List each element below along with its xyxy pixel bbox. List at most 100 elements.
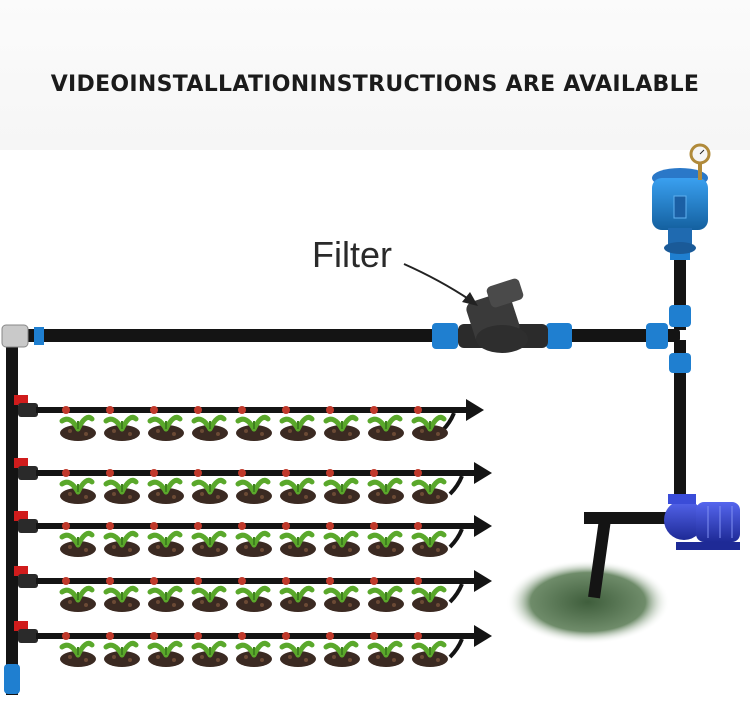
dripper [282,406,290,414]
blue-connectors [4,250,691,694]
leaf [383,585,403,603]
dripper [414,469,422,477]
plant [103,406,140,441]
lateral-pipe [36,578,484,584]
dripper [282,632,290,640]
valve-body [18,466,38,480]
dripper [370,632,378,640]
dripper [238,406,246,414]
dripper [414,522,422,530]
leaf [383,477,403,495]
dripper [106,632,114,640]
soil-mound [236,488,272,504]
soil-mound [368,651,404,667]
plant [103,522,140,557]
dripper [62,522,70,530]
soil-mound [236,651,272,667]
plant [103,632,140,667]
lateral-pipe [36,470,484,476]
lateral-rows [14,395,492,667]
lateral-row [14,395,484,441]
plant [191,577,228,612]
plant [235,522,272,557]
plant [411,469,448,504]
soil-mound [148,488,184,504]
leaf [163,477,183,495]
plant [367,406,404,441]
valve-body [18,519,38,533]
leaf [163,640,183,658]
plant [59,469,96,504]
leaf [383,530,403,548]
plant [191,522,228,557]
leaf [251,414,271,432]
dripper [62,469,70,477]
plant [147,469,184,504]
leaf [207,414,227,432]
dripper [414,577,422,585]
leaf [119,414,139,432]
leaf [339,585,359,603]
header-banner: VIDEOINSTALLATIONINSTRUCTIONS ARE AVAILA… [0,0,750,150]
leaf [163,414,183,432]
leaf [207,477,227,495]
leaf [207,585,227,603]
soil-mound [148,596,184,612]
dripper [282,469,290,477]
plant [103,469,140,504]
dripper [150,632,158,640]
valve-handle [14,458,28,468]
soil-mound [412,541,448,557]
dripper [326,632,334,640]
dripper [194,406,202,414]
soil-mound [368,541,404,557]
leaf [207,640,227,658]
leaf [383,640,403,658]
dripper [150,577,158,585]
water-pump [584,494,740,599]
plant [323,406,360,441]
plant [59,632,96,667]
leaf [383,414,403,432]
soil-mound [236,541,272,557]
water-pond [506,560,670,644]
plant [279,469,316,504]
lateral-pipe [36,407,476,413]
dripper [194,469,202,477]
leaf [295,585,315,603]
lateral-row [14,566,492,612]
leaf [339,414,359,432]
soil-mound [192,596,228,612]
dripper [150,522,158,530]
soil-mound [280,425,316,441]
dripper [106,577,114,585]
leaf [427,530,447,548]
dripper [370,522,378,530]
soil-mound [412,425,448,441]
plant [279,522,316,557]
soil-mound [192,541,228,557]
soil-mound [104,488,140,504]
dripper [238,522,246,530]
plant [323,577,360,612]
dripper [370,469,378,477]
plant [367,577,404,612]
plant [235,406,272,441]
leaf [339,477,359,495]
plant [59,577,96,612]
dripper [326,469,334,477]
dripper [414,632,422,640]
plant [235,469,272,504]
end-bend [448,528,464,549]
leaf [251,477,271,495]
valve-body [18,403,38,417]
leaf [427,477,447,495]
end-bend [448,583,464,604]
plant [147,406,184,441]
end-cap [474,570,492,592]
leaf [427,640,447,658]
lateral-pipe [36,633,484,639]
plant [323,469,360,504]
plant [279,577,316,612]
